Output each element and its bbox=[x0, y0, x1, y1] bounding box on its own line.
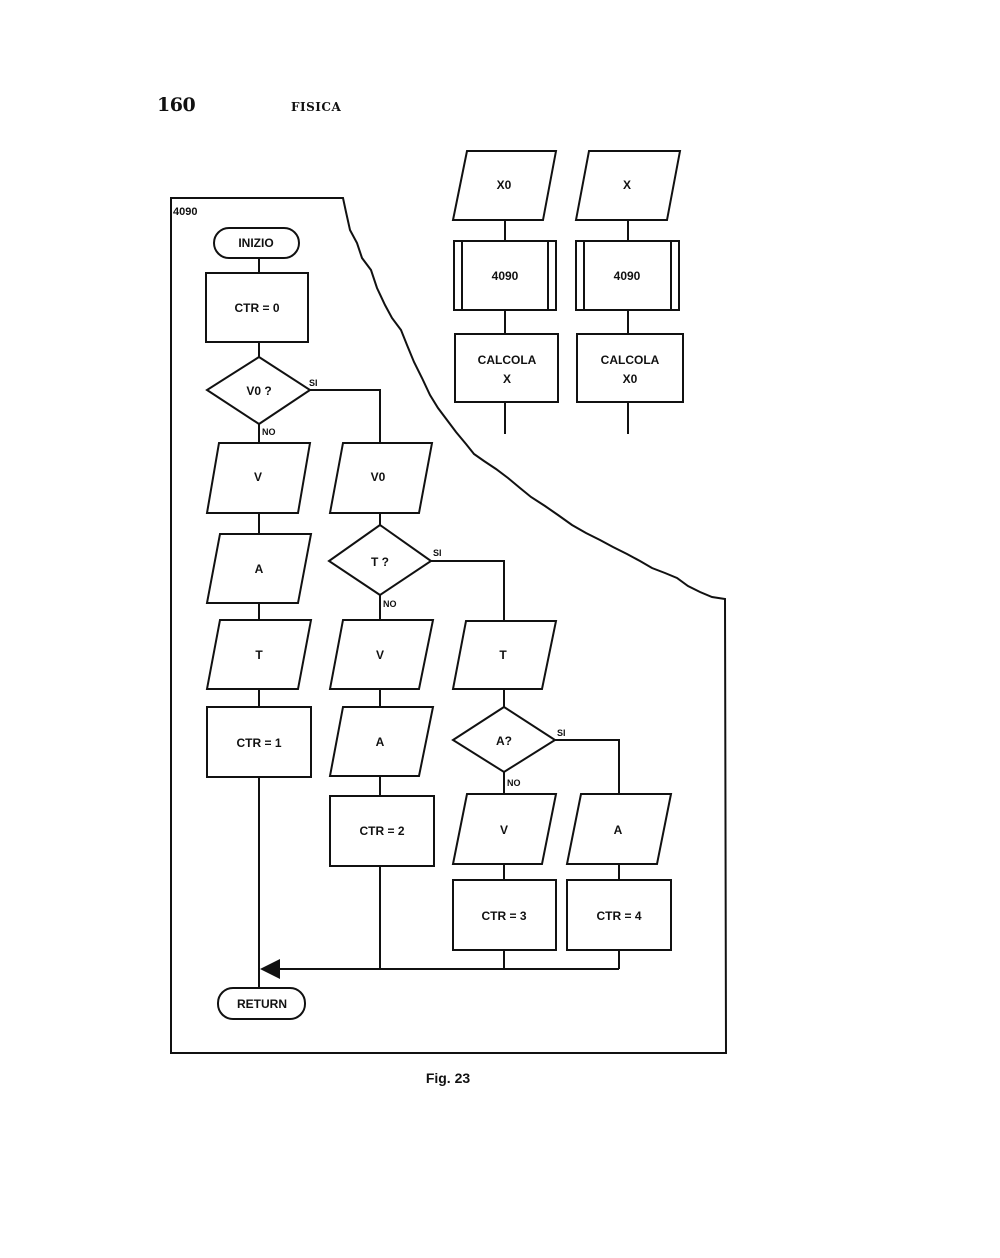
caller-right-calc-line2: X0 bbox=[623, 372, 638, 386]
caller-right-input: X bbox=[574, 150, 682, 221]
caller-left-subroutine-label: 4090 bbox=[492, 269, 519, 283]
decision-t-label: T ? bbox=[371, 555, 389, 569]
routine-frame bbox=[170, 197, 728, 1054]
end-terminal: RETURN bbox=[217, 987, 306, 1020]
input-t-1-label: T bbox=[255, 648, 263, 662]
caller-right-input-label: X bbox=[623, 178, 631, 192]
caller-left-input-label: X0 bbox=[497, 178, 512, 192]
decision-t-no: NO bbox=[383, 599, 397, 609]
figure-caption-text: Fig. 23 bbox=[425, 1070, 471, 1086]
ctr-0-label: CTR = 0 bbox=[234, 301, 279, 315]
decision-v0-label: V0 ? bbox=[246, 384, 271, 398]
section-title: FISICA bbox=[291, 100, 342, 114]
process-ctr-2: CTR = 2 bbox=[329, 795, 435, 867]
input-t-3-label: T bbox=[499, 648, 507, 662]
ctr-1-label: CTR = 1 bbox=[236, 736, 281, 750]
connectors bbox=[258, 220, 629, 990]
input-t-3: T bbox=[451, 620, 558, 690]
decision-a-label: A? bbox=[496, 734, 512, 748]
decision-v0-yes: SI bbox=[309, 378, 318, 388]
start-terminal: INIZIO bbox=[213, 227, 300, 259]
decision-v0-no: NO bbox=[262, 427, 276, 437]
end-label: RETURN bbox=[237, 997, 287, 1011]
process-ctr-1: CTR = 1 bbox=[206, 706, 312, 778]
caller-left-calc-line1: CALCOLA bbox=[478, 353, 537, 367]
ctr-3-label: CTR = 3 bbox=[481, 909, 526, 923]
input-v-1: V bbox=[205, 442, 312, 514]
decision-t: T ? SI NO bbox=[327, 523, 442, 609]
input-a-2: A bbox=[328, 706, 435, 777]
input-v0: V0 bbox=[328, 442, 434, 514]
decision-v0: V0 ? SI NO bbox=[205, 355, 318, 437]
start-label: INIZIO bbox=[238, 236, 273, 250]
caller-right-calc-line1: CALCOLA bbox=[601, 353, 660, 367]
input-v-2: V bbox=[328, 619, 435, 690]
decision-t-yes: SI bbox=[433, 548, 442, 558]
input-t-1: T bbox=[205, 619, 313, 690]
input-a-2-label: A bbox=[376, 735, 385, 749]
input-v0-label: V0 bbox=[371, 470, 386, 484]
input-a-4: A bbox=[565, 793, 673, 865]
input-a-1: A bbox=[205, 533, 313, 604]
decision-a-no: NO bbox=[507, 778, 521, 788]
caller-right-subroutine: 4090 bbox=[575, 240, 680, 311]
caller-left-input: X0 bbox=[451, 150, 558, 221]
process-ctr-4: CTR = 4 bbox=[566, 879, 672, 951]
input-v-2-label: V bbox=[376, 648, 384, 662]
caller-left-subroutine: 4090 bbox=[453, 240, 557, 311]
process-ctr-0: CTR = 0 bbox=[205, 272, 309, 343]
caller-left-calc-line2: X bbox=[503, 372, 511, 386]
decision-a: A? SI NO bbox=[451, 705, 566, 788]
ctr-4-label: CTR = 4 bbox=[596, 909, 641, 923]
input-v-1-label: V bbox=[254, 470, 262, 484]
ctr-2-label: CTR = 2 bbox=[359, 824, 404, 838]
input-v-3-label: V bbox=[500, 823, 508, 837]
caller-right-subroutine-label: 4090 bbox=[614, 269, 641, 283]
figure-caption: Fig. 23 bbox=[0, 1070, 1000, 1086]
input-a-1-label: A bbox=[255, 562, 264, 576]
caller-right-calc: CALCOLA X0 bbox=[576, 333, 684, 403]
caller-left-calc: CALCOLA X bbox=[454, 333, 559, 403]
input-a-4-label: A bbox=[614, 823, 623, 837]
page-number: 160 bbox=[157, 94, 196, 116]
input-v-3: V bbox=[451, 793, 558, 865]
process-ctr-3: CTR = 3 bbox=[452, 879, 557, 951]
routine-id-label: 4090 bbox=[173, 206, 197, 218]
decision-a-yes: SI bbox=[557, 728, 566, 738]
